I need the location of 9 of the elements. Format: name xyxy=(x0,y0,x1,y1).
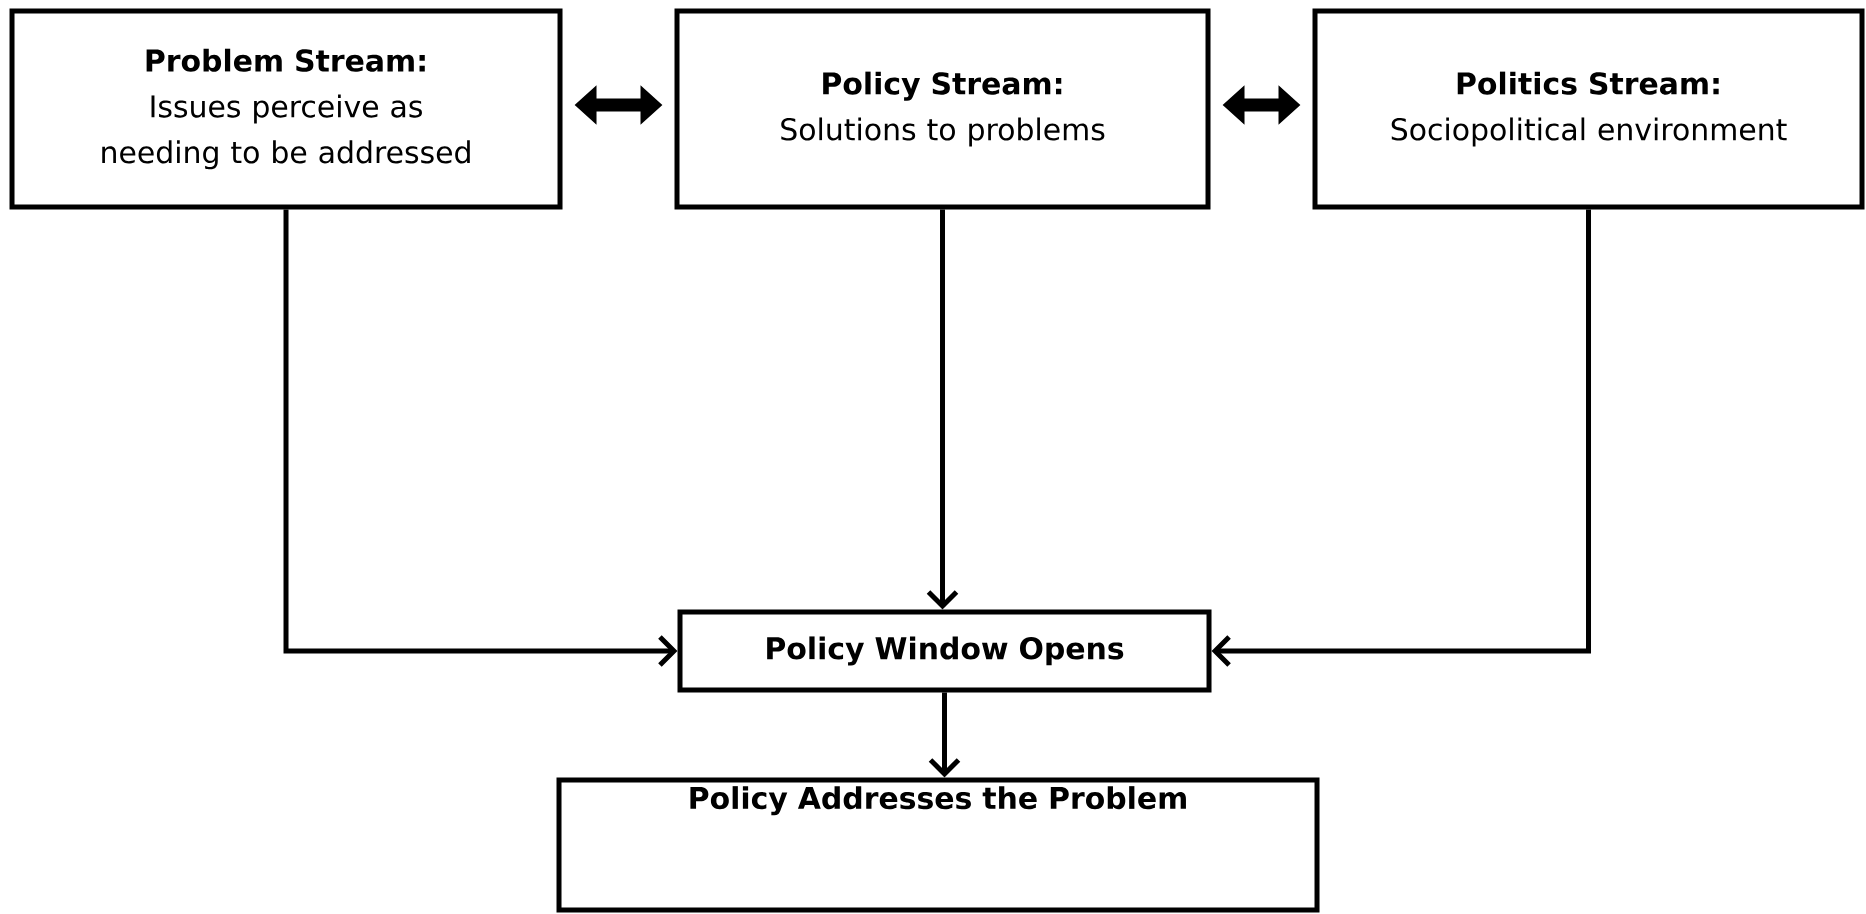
process-box: Politics Stream: Sociopolitical environment xyxy=(1312,8,1865,210)
process-box: Problem Stream: Issues perceive as needing to be addressed xyxy=(9,8,563,210)
arrow xyxy=(283,209,678,667)
arrow xyxy=(1211,209,1591,667)
process-box: Policy Window Opens xyxy=(677,609,1212,693)
process-box: Policy Stream: Solutions to problems xyxy=(674,8,1211,210)
process-box: Policy Addresses the Problem xyxy=(556,777,1320,913)
arrow xyxy=(928,692,961,778)
arrow xyxy=(926,209,959,610)
